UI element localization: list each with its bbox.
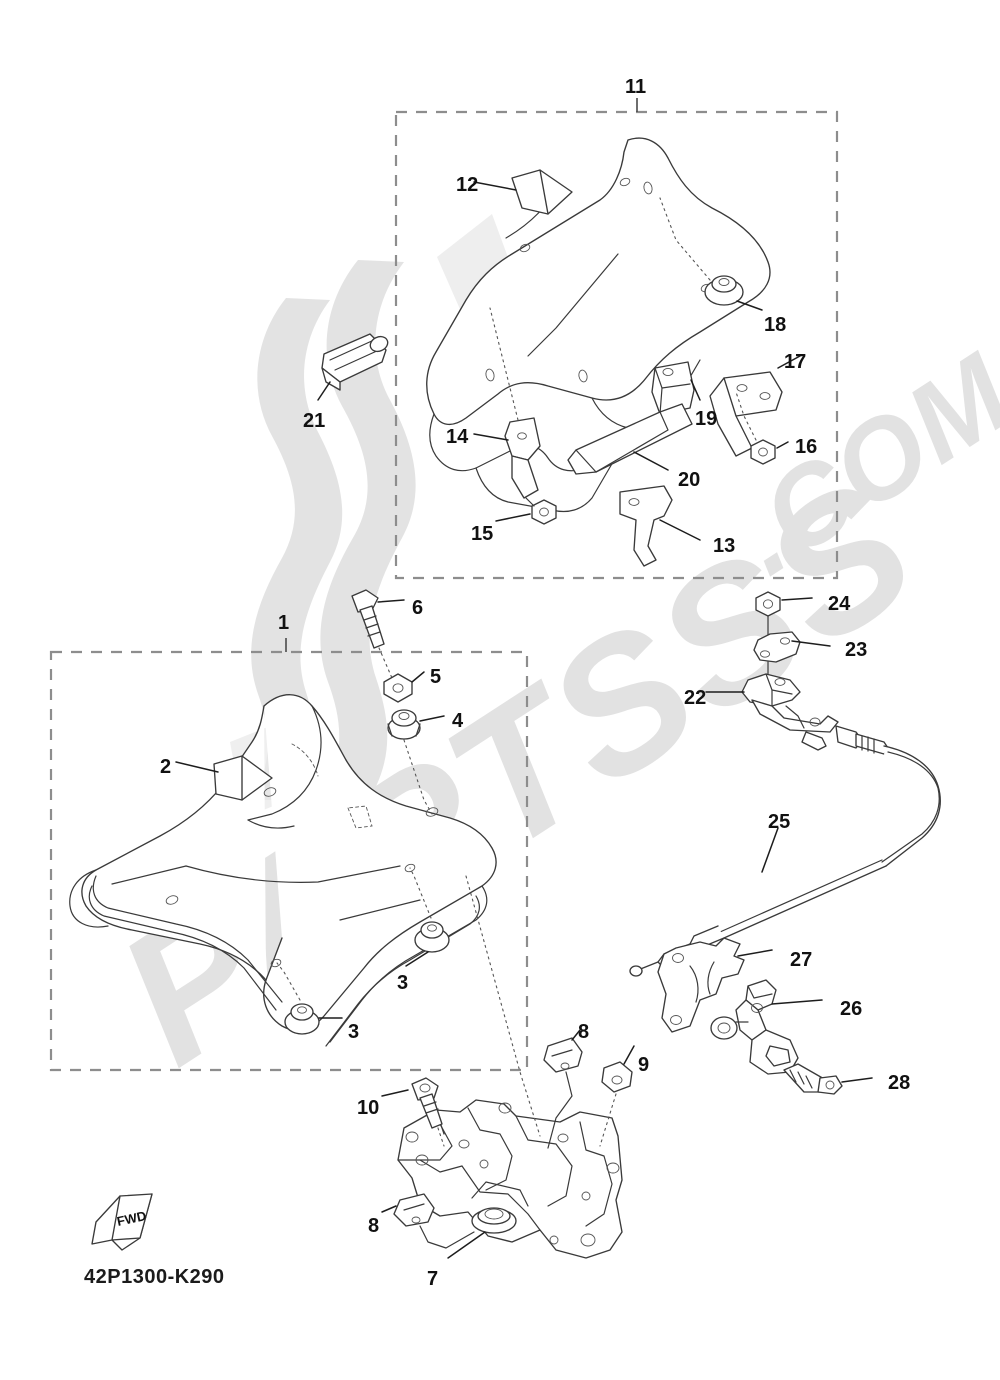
fwd-arrow-label: FWD — [116, 1208, 148, 1229]
seat-stopper-19 — [651, 361, 695, 415]
callout-number-9: 9 — [638, 1054, 650, 1076]
seat-grommet-4 — [387, 709, 421, 740]
callout-number-13: 13 — [713, 535, 736, 557]
direction-arrow-12 — [511, 169, 573, 215]
callout-number-7: 7 — [427, 1268, 439, 1290]
callout-number-23: 23 — [845, 639, 868, 661]
leader-24 — [781, 597, 813, 601]
bracket-bolt-10 — [411, 1077, 443, 1129]
direction-arrow-2 — [213, 755, 273, 801]
seat-lock-cylinder-26 — [710, 979, 799, 1075]
callout-number-3a: 3 — [397, 972, 409, 994]
callout-number-10: 10 — [357, 1097, 380, 1119]
seat-damper-18 — [704, 275, 744, 306]
bracket-damper-9 — [601, 1061, 633, 1093]
leader-6 — [377, 599, 405, 603]
seat-bolt-6 — [351, 589, 385, 649]
leader-20 — [633, 451, 669, 471]
locator-14 — [489, 307, 519, 421]
seat-stay-20 — [567, 403, 693, 475]
callout-number-16: 16 — [795, 436, 818, 458]
callout-number-1: 1 — [278, 612, 290, 634]
leader-8a — [571, 1029, 581, 1041]
callout-number-20: 20 — [678, 469, 701, 491]
leader-13 — [659, 519, 701, 541]
bracket-clip-8b — [393, 1193, 435, 1227]
locator-4 — [403, 739, 433, 815]
callout-number-2: 2 — [160, 756, 172, 778]
leader-8b — [381, 1205, 397, 1213]
seat-nut-15 — [531, 499, 557, 525]
locator-16 — [735, 391, 757, 441]
leader-16 — [776, 441, 789, 449]
seat-bracket-17 — [709, 371, 783, 457]
seat-damper-3a — [414, 921, 450, 953]
callout-number-5: 5 — [430, 666, 442, 688]
locator-18 — [659, 197, 711, 281]
leader-19 — [690, 379, 701, 401]
callout-number-18: 18 — [764, 314, 787, 336]
callout-number-6: 6 — [412, 597, 424, 619]
callout-number-12: 12 — [456, 174, 479, 196]
seat-bracket-plate-7 — [397, 1099, 623, 1259]
seat-damper-3b — [284, 1003, 320, 1035]
leader-17 — [777, 355, 801, 369]
bracket-clip-8a — [543, 1037, 583, 1073]
locator-seat-to-bracket — [465, 875, 541, 1137]
leader-14 — [473, 433, 509, 441]
callout-number-19: 19 — [695, 408, 718, 430]
lock-bracket-27 — [657, 937, 745, 1033]
rider-seat-part — [69, 694, 497, 1047]
callout-number-22: 22 — [684, 687, 707, 709]
callout-number-24: 24 — [828, 593, 851, 615]
leader-26 — [771, 999, 823, 1005]
callout-number-28: 28 — [888, 1072, 911, 1094]
leader-18 — [736, 300, 763, 311]
diagram-code-caption: 42P1300-K290 — [84, 1266, 225, 1288]
leader-25 — [761, 827, 779, 873]
leader-28 — [841, 1077, 873, 1083]
callout-number-15: 15 — [471, 523, 494, 545]
leader-12 — [473, 181, 517, 191]
seat-bracket-14 — [504, 417, 541, 499]
seat-hook-13 — [619, 485, 673, 567]
leader-23 — [791, 640, 831, 647]
callout-number-8b: 8 — [368, 1215, 380, 1237]
rubber-damper-21 — [321, 333, 389, 391]
callout-number-4: 4 — [452, 710, 464, 732]
seat-washer-5 — [383, 673, 413, 703]
callout-number-17: 17 — [784, 351, 807, 373]
callout-number-26: 26 — [840, 998, 863, 1020]
leader-3a — [405, 951, 429, 967]
leader-15 — [495, 513, 531, 522]
leader-9 — [623, 1045, 635, 1065]
callout-number-11: 11 — [625, 76, 647, 98]
leader-27 — [737, 949, 773, 957]
seat-nut-16 — [750, 439, 776, 465]
fwd-arrow-marker: FWD — [91, 1193, 153, 1251]
lock-screw-28 — [783, 1063, 843, 1095]
callout-number-8a: 8 — [578, 1021, 590, 1043]
leader-10 — [381, 1089, 409, 1097]
callout-number-3b: 3 — [348, 1021, 360, 1043]
leader-2 — [175, 761, 219, 773]
group-box-front-seat — [49, 638, 529, 1072]
watermark-graphic: PARTSSS .COM — [83, 260, 1000, 1104]
callout-number-21: 21 — [303, 410, 326, 432]
leader-21 — [317, 381, 331, 401]
leader-5 — [411, 671, 425, 683]
group-box-rear-seat — [394, 98, 839, 580]
leader-4 — [419, 715, 445, 722]
seat-lock-lever-22 — [741, 673, 839, 733]
callout-number-25: 25 — [768, 811, 791, 833]
leader-7 — [447, 1231, 486, 1259]
lock-nut-24 — [755, 591, 781, 617]
callout-number-14: 14 — [446, 426, 469, 448]
lock-plate-23 — [753, 631, 801, 663]
callout-number-27: 27 — [790, 949, 813, 971]
locator-3b — [276, 962, 301, 1001]
